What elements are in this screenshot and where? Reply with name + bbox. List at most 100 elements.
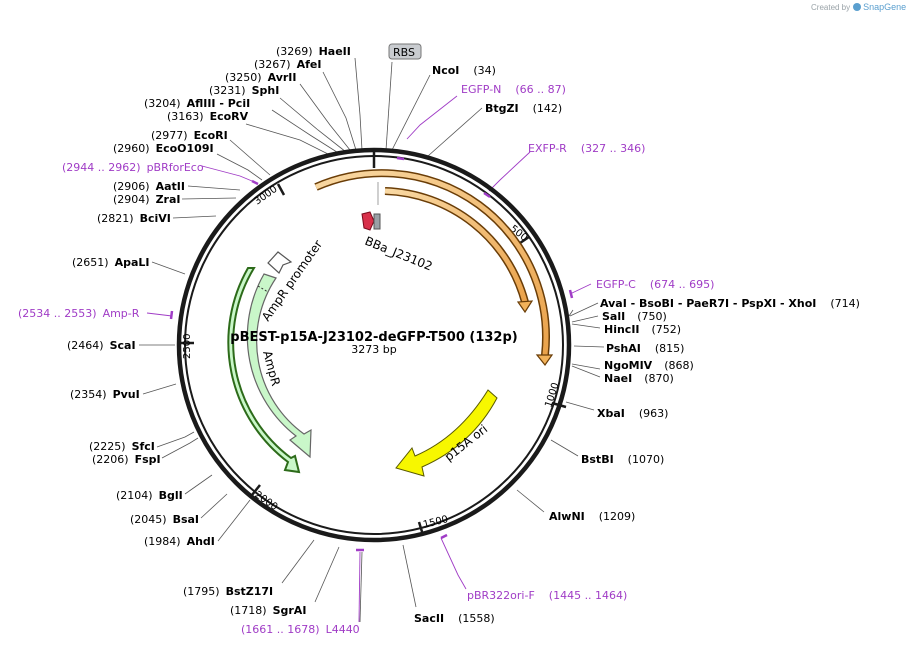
tick-label-2500: 2500 — [182, 334, 193, 359]
site-name-pshai: PshAI — [606, 342, 641, 355]
svg-text:(3269)HaeII: (3269) HaeII — [276, 45, 351, 58]
svg-text:(2651)ApaLI: (2651) ApaLI — [72, 256, 150, 269]
site-name-ncoi: NcoI — [432, 64, 459, 77]
site-pos-sali: (750) — [637, 310, 667, 323]
primer-marks — [169, 156, 574, 552]
svg-text:(2464)ScaI: (2464) ScaI — [67, 339, 136, 352]
bba-promoter-arrow[interactable] — [361, 211, 375, 231]
bba-rbs-block — [373, 213, 381, 230]
primer-leader-lines — [146, 95, 592, 623]
site-name-haeii: HaeII — [319, 45, 351, 58]
primer-range-exfpr: (327 .. 346) — [581, 142, 646, 155]
svg-text:(2821)BciVI: (2821) BciVI — [97, 212, 171, 225]
svg-text:(3231)SphI: (3231)SphI — [209, 84, 279, 97]
plasmid-name: pBEST-p15A-J23102-deGFP-T500 (132p) — [230, 330, 517, 345]
svg-text:(2225)SfcI: (2225)SfcI — [89, 440, 155, 453]
primer-name-egfpc: EGFP-C — [596, 278, 636, 291]
svg-text:NcoI(34): NcoI(34) — [432, 64, 496, 77]
ampr-arrow[interactable] — [246, 273, 312, 459]
site-name-bcivi: BciVI — [140, 212, 171, 225]
site-pos-apali: (2651) — [72, 256, 109, 269]
site-pos-haeii: (3269) — [276, 45, 313, 58]
primer-range-pbr322orif: (1445 .. 1464) — [549, 589, 628, 602]
site-name-sali: SalI — [602, 310, 625, 323]
site-pos-bstz17i: (1795) — [183, 585, 220, 598]
site-pos-bsai: (2045) — [130, 513, 167, 526]
svg-text:BtgZI(142): BtgZI (142) — [485, 102, 562, 115]
primer-range-l4440: (1661 .. 1678) — [241, 623, 320, 636]
site-pos-fspi: (2206) — [92, 453, 129, 466]
leader-lines — [139, 57, 605, 623]
site-name-btgzi: BtgZI — [485, 102, 519, 115]
site-name-fspi: FspI — [135, 453, 161, 466]
ampr-outer-arc[interactable] — [227, 267, 301, 474]
site-pos-afliii: (3204) — [144, 97, 181, 110]
site-pos-ecori: (2977) — [151, 129, 188, 142]
svg-text:(2960)EcoO109I: (2960) EcoO109I — [113, 142, 214, 155]
svg-text:(1795)BstZ17I: (1795) BstZ17I — [183, 585, 273, 598]
site-pos-xbai: (963) — [639, 407, 669, 420]
rbs-badge[interactable] — [388, 43, 422, 60]
svg-text:EGFP-N(66 .. 87): EGFP-N(66 .. 87) — [461, 83, 566, 96]
svg-text:(2045)BsaI: (2045)BsaI — [130, 513, 199, 526]
svg-text:(2904)ZraI: (2904)ZraI — [113, 193, 181, 206]
svg-text:SacII(1558): SacII(1558) — [414, 612, 495, 625]
svg-text:pBR322ori-F(1445 .. 1464): pBR322ori-F (1445 .. 1464) — [467, 589, 627, 602]
svg-text:XbaI(963): XbaI (963) — [597, 407, 668, 420]
site-pos-ngomiv: (868) — [664, 359, 694, 372]
degfp-arc-inner[interactable] — [384, 188, 528, 303]
site-pos-alwni: (1209) — [599, 510, 636, 523]
site-pos-bcivi: (2821) — [97, 212, 134, 225]
svg-text:(2534 .. 2553)Amp-R: (2534 .. 2553)Amp-R — [18, 307, 140, 320]
svg-text:(2104)BglI: (2104)BglI — [116, 489, 183, 502]
site-pos-avrii: (3250) — [225, 71, 262, 84]
site-name-ecoo109i: EcoO109I — [156, 142, 214, 155]
site-name-bstbi: BstBI — [581, 453, 614, 466]
site-name-xbai: XbaI — [597, 407, 625, 420]
svg-text:AlwNI(1209): AlwNI (1209) — [549, 510, 635, 523]
site-pos-btgzi: (142) — [533, 102, 563, 115]
svg-text:(2354)PvuI: (2354) PvuI — [70, 388, 140, 401]
primer-range-ampr: (2534 .. 2553) — [18, 307, 97, 320]
svg-text:(1661 .. 1678)L4440: (1661 .. 1678)L4440 — [241, 623, 360, 636]
site-pos-sgrai: (1718) — [230, 604, 267, 617]
svg-text:(3250)AvrII: (3250) AvrII — [225, 71, 296, 84]
site-pos-zrai: (2904) — [113, 193, 150, 206]
site-name-bgli: BglI — [159, 489, 183, 502]
p15a-ori-arrow[interactable] — [395, 389, 498, 477]
site-name-avrii: AvrII — [268, 71, 297, 84]
svg-text:EGFP-C(674 .. 695): EGFP-C(674 .. 695) — [596, 278, 714, 291]
site-pos-pvui: (2354) — [70, 388, 107, 401]
ampr-promoter-arrow[interactable] — [267, 251, 293, 274]
site-name-afliii: AflIII - PciI — [187, 97, 251, 110]
site-pos-sphi: (3231) — [209, 84, 246, 97]
site-pos-ecoo109i: (2960) — [113, 142, 150, 155]
site-name-avai: AvaI - BsoBI - PaeR7I - PspXI - XhoI — [600, 297, 816, 310]
site-name-ngomiv: NgoMIV — [604, 359, 653, 372]
primer-name-pbrforeco: pBRforEco — [147, 161, 204, 174]
snapgene-logo-icon — [853, 3, 862, 11]
site-name-scai: ScaI — [110, 339, 136, 352]
site-pos-scai: (2464) — [67, 339, 104, 352]
site-name-hincii: HincII — [604, 323, 640, 336]
svg-text:(2906)AatII: (2906)AatII — [113, 180, 185, 193]
site-name-apali: ApaLI — [115, 256, 150, 269]
site-name-afei: AfeI — [297, 58, 322, 71]
site-name-bstz17i: BstZ17I — [226, 585, 274, 598]
site-pos-sfci: (2225) — [89, 440, 126, 453]
degfp-arc-outer[interactable] — [314, 170, 549, 356]
primer-labels: (2944 .. 2962)pBRforEco (2534 .. 2553)Am… — [18, 83, 714, 636]
bba-promoter-label: BBa_J23102 — [363, 234, 435, 274]
site-name-alwni: AlwNI — [549, 510, 585, 523]
primer-name-pbr322orif: pBR322ori-F — [467, 589, 535, 602]
primer-name-exfpr: EXFP-R — [528, 142, 567, 155]
site-pos-ecorv: (3163) — [167, 110, 204, 123]
degfp-arrowhead-outer — [535, 354, 554, 367]
site-name-aatii: AatII — [156, 180, 185, 193]
site-name-ecorv: EcoRV — [210, 110, 249, 123]
site-name-pvui: PvuI — [113, 388, 140, 401]
primer-range-egfpn: (66 .. 87) — [515, 83, 566, 96]
